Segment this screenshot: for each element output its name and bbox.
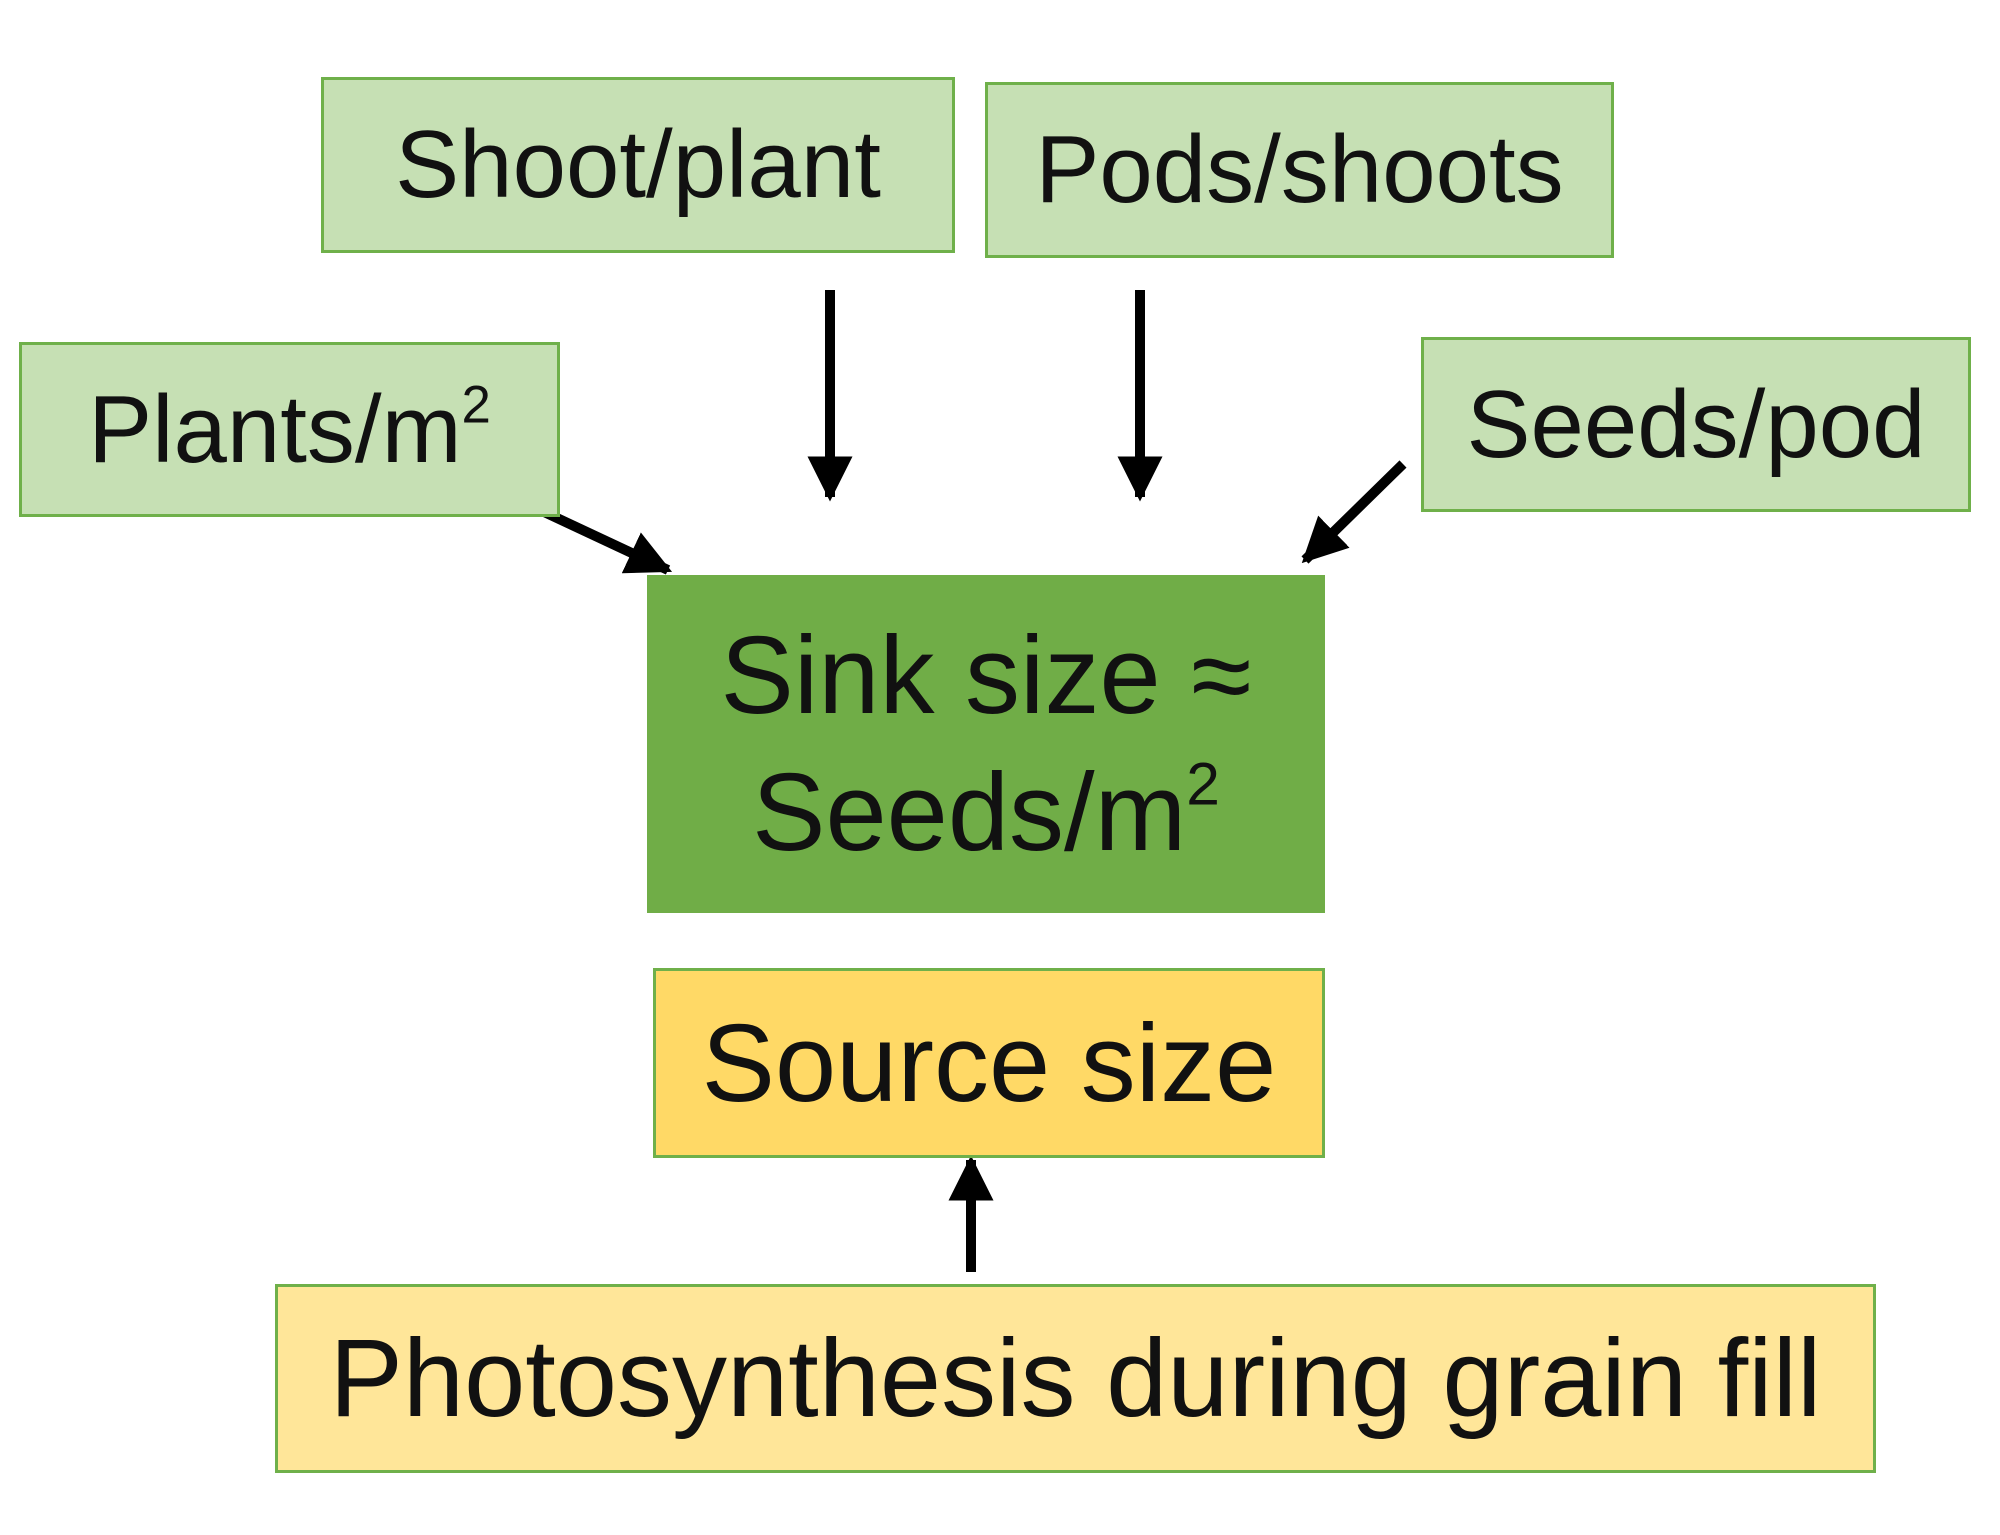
node-plants-m2-text: Plants/m <box>88 375 462 483</box>
node-shoot-plant-label: Shoot/plant <box>395 111 881 218</box>
node-sink-superscript: 2 <box>1186 749 1220 818</box>
node-plants-m2-superscript: 2 <box>461 374 491 434</box>
node-source-size: Source size <box>653 968 1325 1158</box>
node-pods-shoots-label: Pods/shoots <box>1035 116 1564 223</box>
node-plants-m2: Plants/m2 <box>19 342 560 517</box>
node-plants-m2-label: Plants/m2 <box>88 375 491 485</box>
node-sink-size: Sink size ≈ Seeds/m2 <box>647 575 1325 913</box>
node-photosynthesis-label: Photosynthesis during grain fill <box>329 1317 1822 1440</box>
node-pods-shoots: Pods/shoots <box>985 82 1614 258</box>
node-sink-line2: Seeds/m2 <box>752 744 1220 882</box>
node-photosynthesis: Photosynthesis during grain fill <box>275 1284 1876 1473</box>
node-shoot-plant: Shoot/plant <box>321 77 955 253</box>
node-sink-line1: Sink size ≈ <box>720 613 1252 737</box>
node-seeds-pod: Seeds/pod <box>1421 337 1971 512</box>
arrow-seeds-to-sink <box>1301 460 1407 564</box>
node-sink-line2-text: Seeds/m <box>752 751 1187 874</box>
node-seeds-pod-label: Seeds/pod <box>1466 370 1926 478</box>
node-source-size-label: Source size <box>701 1001 1277 1125</box>
